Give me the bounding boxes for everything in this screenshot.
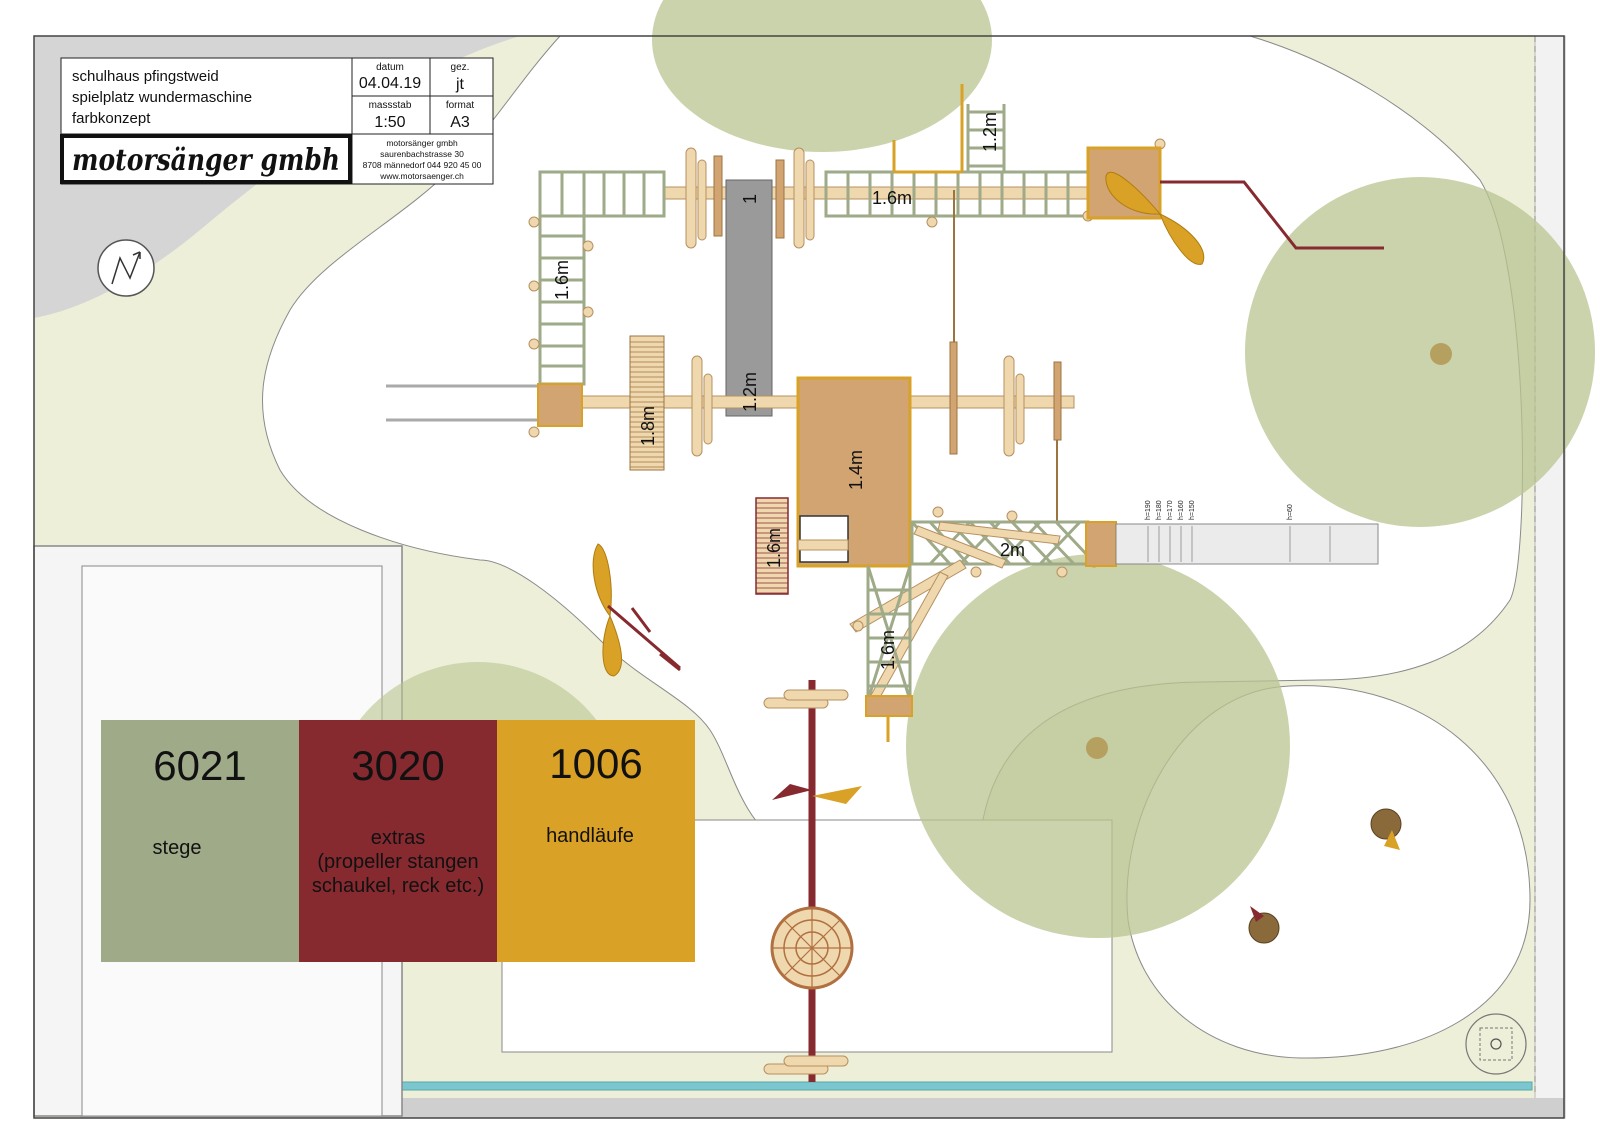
dim-platform-main: 1.4m (846, 450, 866, 490)
slide-h-170: h=170 (1167, 500, 1174, 520)
net-bridge-down (866, 565, 912, 701)
gez-label: gez. (451, 62, 470, 73)
massstab-label: massstab (369, 100, 412, 111)
dim-slab-top: 1 (740, 194, 760, 204)
grey-slab (725, 179, 773, 417)
dim-lattice: 2m (1000, 540, 1025, 560)
net-ring (770, 906, 854, 990)
company-line-4: www.motorsaenger.ch (379, 171, 464, 181)
propeller-left (592, 543, 681, 677)
rails-left (386, 384, 538, 422)
legend-swatch-handlaeufe: 1006 handläufe (497, 720, 695, 962)
stump-2 (1248, 912, 1280, 944)
title-block: schulhaus pfingstweid spielplatz wunderm… (60, 57, 494, 185)
stair-18 (629, 335, 665, 471)
slide-h-160: h=160 (1178, 500, 1185, 520)
dim-stair-16: 1.6m (764, 528, 784, 568)
datum-value: 04.04.19 (359, 75, 421, 92)
legend-label-handlaeufe: handläufe (546, 825, 634, 847)
title-line-3: farbkonzept (72, 110, 151, 127)
tree-top (652, 0, 992, 152)
legend-swatch-extras: 3020 extras (propeller stangen schaukel,… (299, 720, 497, 962)
dim-top-net: 1.6m (872, 188, 912, 208)
dim-left-net: 1.6m (552, 260, 572, 300)
dim-slab: 1.2m (740, 372, 760, 412)
north-arrow-icon (97, 239, 155, 297)
dim-top-ladder: 1.2m (980, 112, 1000, 152)
company-line-2: saurenbachstrasse 30 (380, 149, 464, 159)
manhole-icon (1465, 1013, 1527, 1075)
bottom-strip (80, 1098, 1565, 1118)
slide-h-60: h=60 (1287, 504, 1294, 520)
title-line-2: spielplatz wundermaschine (72, 89, 252, 106)
dim-stair-18: 1.8m (638, 406, 658, 446)
logo-text: motorsänger gmbh (72, 143, 340, 178)
company-line-1: motorsänger gmbh (386, 138, 458, 148)
platform-bottom (865, 695, 913, 717)
flag-yellow (812, 786, 862, 804)
posts-top (685, 147, 815, 249)
legend-label-extras: extras (propeller stangen schaukel, reck… (311, 827, 485, 897)
posts-middle (691, 355, 1025, 457)
gez-value: jt (455, 76, 465, 93)
propeller-top (1105, 171, 1205, 265)
format-label: format (446, 100, 475, 111)
stump-1 (1370, 808, 1402, 840)
company-logo (60, 134, 352, 184)
tree-right (1245, 177, 1595, 527)
slide-height-labels: h=190 h=180 h=170 h=160 h=150 h=60 (1145, 500, 1294, 520)
format-value: A3 (450, 114, 470, 131)
slide-h-190: h=190 (1145, 500, 1152, 520)
slide-h-150: h=150 (1189, 500, 1196, 520)
slide (1115, 523, 1379, 565)
ladder-top (966, 104, 1006, 172)
platform-slide (1085, 521, 1117, 567)
swing-rod (1160, 180, 1384, 250)
legend-label-stege: stege (152, 837, 202, 859)
slide-h-180: h=180 (1156, 500, 1163, 520)
legend-swatch-stege: 6021 stege (101, 720, 299, 962)
right-strip (1534, 35, 1566, 1119)
legend-code-extras: 3020 (351, 742, 445, 789)
company-line-3: 8708 männedorf 044 920 45 00 (363, 160, 482, 170)
net-bridge-left (538, 170, 666, 386)
platform-left (537, 383, 583, 427)
water-channel (383, 1081, 1533, 1091)
stair-16 (755, 497, 789, 595)
flag-red (772, 784, 812, 800)
legend-code-handlaeufe: 1006 (549, 740, 643, 787)
legend-code-stege: 6021 (153, 742, 247, 789)
dim-net-down: 1.6m (878, 630, 898, 670)
massstab-value: 1:50 (374, 114, 405, 131)
net-knobs-left (528, 216, 594, 438)
datum-label: datum (376, 62, 404, 73)
title-line-1: schulhaus pfingstweid (72, 68, 219, 85)
